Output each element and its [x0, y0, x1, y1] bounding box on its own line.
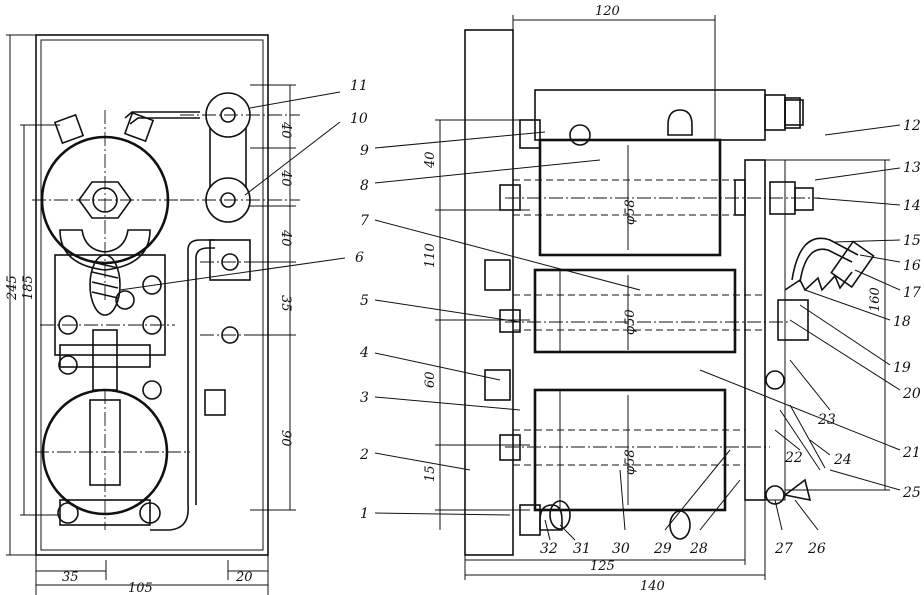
- dim-60: 60: [423, 371, 438, 388]
- callout-23: 23: [817, 412, 836, 428]
- callout-19: 19: [893, 360, 911, 376]
- callout-3: 3: [360, 390, 369, 406]
- callout-24: 24: [833, 452, 852, 468]
- dim-20: 20: [235, 570, 253, 585]
- callout-1: 1: [360, 506, 369, 522]
- callout-12: 12: [903, 118, 921, 134]
- callout-28: 28: [689, 541, 708, 557]
- dim-35-bottom: 35: [62, 570, 79, 585]
- dim-15: 15: [423, 465, 438, 482]
- dim-245: 245: [5, 275, 20, 301]
- callout-4: 4: [359, 345, 369, 361]
- callout-14: 14: [903, 198, 921, 214]
- dim-125: 125: [590, 559, 615, 574]
- dim-160: 160: [868, 287, 883, 312]
- callout-2: 2: [359, 447, 369, 463]
- dim-40-c: 40: [278, 229, 293, 247]
- dim-105: 105: [128, 581, 153, 595]
- callout-25: 25: [902, 485, 921, 501]
- callout-26: 26: [807, 541, 826, 557]
- callout-27: 27: [774, 541, 793, 557]
- front-view: [6, 34, 300, 595]
- callout-11: 11: [350, 78, 368, 94]
- callout-10: 10: [350, 111, 368, 127]
- dim-phi50: φ50: [623, 309, 638, 335]
- callout-31: 31: [573, 541, 591, 557]
- callout-20: 20: [902, 386, 921, 402]
- callout-22: 22: [784, 450, 803, 466]
- callout-8: 8: [360, 178, 369, 194]
- callout-32: 32: [540, 541, 558, 557]
- dim-120: 120: [595, 4, 620, 19]
- dim-phi58-bottom: φ58: [623, 449, 638, 475]
- callout-6: 6: [355, 250, 364, 266]
- callout-13: 13: [903, 160, 921, 176]
- dim-40-side: 40: [423, 151, 438, 169]
- callout-29: 29: [653, 541, 672, 557]
- callout-15: 15: [903, 233, 921, 249]
- callout-5: 5: [360, 293, 369, 309]
- dim-90: 90: [278, 430, 293, 447]
- side-view: [435, 15, 890, 580]
- callout-17: 17: [903, 285, 921, 301]
- dim-phi58-top: φ58: [623, 199, 638, 225]
- callout-7: 7: [360, 213, 369, 229]
- dim-40-a: 40: [278, 121, 293, 139]
- dim-185: 185: [21, 275, 36, 300]
- dim-40-b: 40: [278, 169, 293, 187]
- callout-9: 9: [360, 143, 369, 159]
- dim-35-right: 35: [278, 295, 293, 312]
- callout-16: 16: [903, 258, 921, 274]
- callout-30: 30: [612, 541, 630, 557]
- dim-110: 110: [423, 243, 438, 268]
- callout-18: 18: [893, 314, 911, 330]
- dim-140: 140: [640, 579, 665, 594]
- callout-21: 21: [902, 445, 921, 461]
